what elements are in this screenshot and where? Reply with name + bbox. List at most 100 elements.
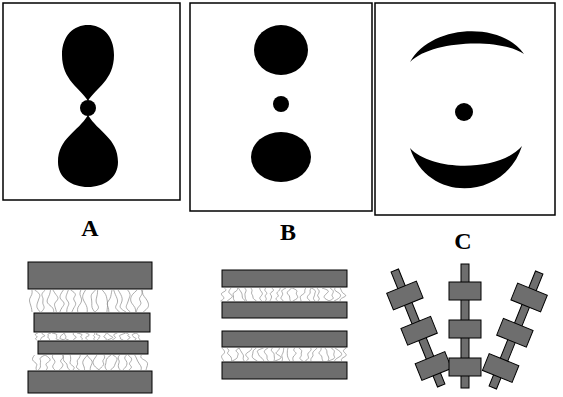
polymer-chain (227, 288, 232, 301)
polymer-chain (112, 333, 117, 340)
polymer-chain (106, 333, 112, 340)
polymer-chain (137, 333, 140, 340)
polymer-chain (118, 355, 120, 370)
polymer-chain (341, 348, 346, 361)
polymer-chain (95, 290, 98, 312)
polymer-chain (299, 348, 303, 361)
polymer-chain (132, 333, 136, 340)
polymer-chain (45, 355, 50, 370)
lamella (222, 331, 347, 347)
panel-label: A (81, 216, 98, 240)
polymer-chain (334, 348, 341, 361)
polymer-chain (307, 288, 311, 301)
polymer-chain (52, 355, 55, 370)
polymer-chain (47, 290, 54, 312)
polymer-chain (118, 290, 126, 312)
diffraction-lobe (62, 25, 114, 101)
polymer-chain (102, 290, 107, 312)
lamella (38, 341, 148, 354)
polymer-chain (135, 355, 142, 370)
chain-segments (29, 288, 346, 370)
diffraction-spot (273, 96, 289, 112)
lamellar-stack (28, 262, 152, 393)
polymer-chain (221, 288, 226, 301)
diffraction-arc (410, 31, 524, 62)
lamella (222, 362, 347, 379)
polymer-chain (71, 290, 76, 312)
polymer-chain (104, 333, 107, 340)
polymer-chain (53, 290, 58, 312)
polymer-chain (29, 290, 32, 312)
diffraction-spot (80, 100, 96, 116)
panel-label: C (454, 229, 471, 253)
polymer-chain (78, 290, 82, 312)
polymer-chain (293, 348, 296, 361)
shish-kebab (478, 267, 554, 394)
diffraction-lobe (254, 25, 308, 75)
polymer-chain (32, 355, 36, 370)
polymer-chain (281, 288, 286, 301)
diffraction-lobe (251, 132, 311, 182)
lamella (222, 270, 347, 287)
lamella (28, 262, 152, 289)
polymer-chain (52, 333, 59, 340)
polymer-chain (93, 355, 99, 370)
polymer-chain (271, 348, 274, 361)
polymer-chain (287, 348, 290, 361)
pattern-frame (190, 3, 372, 211)
polymer-chain (35, 333, 38, 340)
polymer-chain (91, 290, 95, 312)
polymer-chain (142, 290, 148, 312)
kebab-block (449, 320, 481, 338)
diffraction-spot (455, 103, 473, 121)
polymer-chain (329, 288, 334, 301)
kebab-block (449, 358, 481, 376)
polymer-chain (233, 288, 237, 301)
polymer-chain (60, 333, 65, 340)
polymer-chain (66, 290, 69, 312)
polymer-chain (48, 333, 51, 340)
polymer-chain (119, 333, 125, 340)
polymer-chain (60, 290, 64, 312)
kebab-block (497, 318, 533, 347)
polymer-chain (282, 348, 284, 361)
shish-kebab (449, 264, 481, 388)
polymer-chain (325, 348, 329, 361)
panel-label: B (280, 220, 296, 244)
polymer-chain (76, 355, 80, 370)
polymer-chain (334, 288, 340, 301)
polymer-chain (305, 348, 311, 361)
shish-kebab (380, 265, 456, 392)
lamella (222, 302, 347, 318)
polymer-chain (275, 348, 281, 361)
polymer-chain (227, 348, 232, 361)
polymer-chain (65, 333, 69, 340)
polymer-chain (340, 288, 346, 301)
polymer-chain (264, 348, 268, 361)
polymer-chain (77, 333, 82, 340)
polymer-chain (322, 288, 330, 301)
pattern-frame (3, 3, 180, 200)
polymer-chain (41, 290, 45, 312)
polymer-chain (83, 290, 88, 312)
kebab-block (449, 282, 481, 300)
polymer-chain (317, 288, 320, 301)
polymer-chain (93, 333, 94, 340)
lamella (34, 313, 150, 332)
polymer-chain (110, 355, 117, 370)
polymer-chain (73, 333, 76, 340)
kebab-block (415, 352, 451, 381)
polymer-chain (38, 355, 45, 370)
polymer-chain (232, 348, 239, 361)
lamella (28, 371, 152, 393)
polymer-chain (292, 288, 298, 301)
polymer-chain (265, 288, 267, 301)
polymer-chain (126, 290, 130, 312)
polymer-chain (136, 290, 142, 312)
polymer-chain (40, 333, 45, 340)
polymer-chain (59, 355, 63, 370)
polymer-chain (328, 348, 335, 361)
polymer-chain (128, 355, 132, 370)
